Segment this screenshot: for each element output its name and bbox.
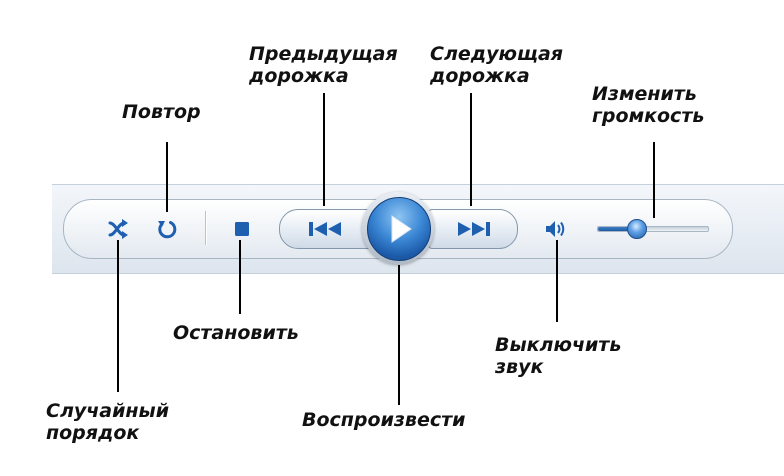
leader-line-shuffle xyxy=(117,240,119,392)
label-play: Воспроизвести xyxy=(302,409,466,431)
toolbar-separator xyxy=(205,211,206,245)
label-mute-line1: Выключить xyxy=(495,334,622,356)
next-track-button[interactable] xyxy=(428,209,518,249)
next-track-icon xyxy=(458,222,490,236)
stop-button[interactable] xyxy=(232,219,252,239)
previous-track-button[interactable] xyxy=(279,209,373,249)
label-repeat: Повтор xyxy=(122,101,201,123)
volume-slider-thumb[interactable] xyxy=(627,219,647,239)
label-previous-track: Предыдущая дорожка xyxy=(249,43,398,87)
stop-icon xyxy=(235,222,249,236)
label-shuffle-line2: порядок xyxy=(46,422,140,444)
label-mute-line2: звук xyxy=(495,356,544,378)
leader-line-mute xyxy=(556,240,558,322)
mute-button[interactable] xyxy=(543,217,569,241)
leader-line-next xyxy=(470,93,472,206)
label-change-volume: Изменить громкость xyxy=(592,83,704,127)
previous-track-icon xyxy=(309,222,341,236)
volume-slider-fill xyxy=(598,227,637,231)
play-icon xyxy=(391,215,412,243)
shuffle-icon xyxy=(108,219,128,239)
label-mute: Выключить звук xyxy=(495,334,621,378)
leader-line-repeat xyxy=(166,142,168,212)
play-button[interactable] xyxy=(367,197,431,261)
leader-line-previous xyxy=(323,93,325,206)
label-shuffle-line1: Случайный xyxy=(46,400,170,422)
label-next-line1: Следующая xyxy=(430,43,563,65)
label-volume-line2: громкость xyxy=(592,105,705,127)
volume-slider[interactable] xyxy=(597,226,709,232)
repeat-icon xyxy=(158,221,177,239)
label-previous-line2: дорожка xyxy=(249,65,349,87)
shuffle-button[interactable] xyxy=(106,217,130,241)
label-stop: Остановить xyxy=(173,322,299,344)
label-volume-line1: Изменить xyxy=(592,83,697,105)
leader-line-stop xyxy=(239,240,241,314)
label-shuffle: Случайный порядок xyxy=(46,400,169,444)
leader-line-volume xyxy=(653,142,655,218)
label-previous-line1: Предыдущая xyxy=(249,43,398,65)
repeat-button[interactable] xyxy=(155,217,179,241)
label-next-line2: дорожка xyxy=(430,65,530,87)
label-next-track: Следующая дорожка xyxy=(430,43,563,87)
leader-line-play xyxy=(398,265,400,405)
speaker-icon xyxy=(546,221,565,237)
